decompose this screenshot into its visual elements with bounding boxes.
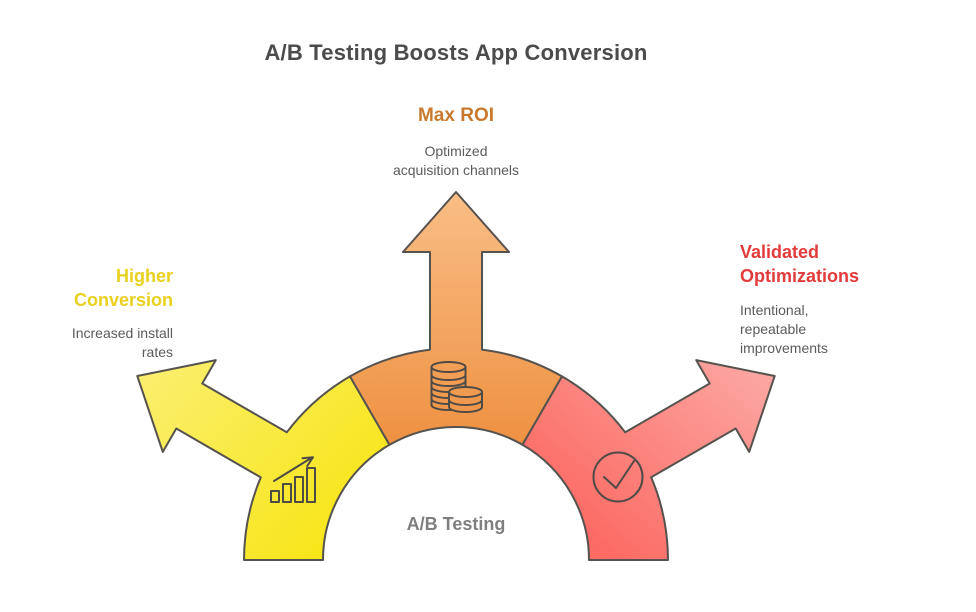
branch-max-roi-heading: Max ROI [417, 105, 495, 126]
branch-validated-optimizations-heading: Validated Optimizations [740, 242, 860, 286]
branch-max-roi: Max ROI Optimized acquisition channels [336, 105, 576, 180]
roi-arrow-shape [349, 191, 563, 446]
branch-max-roi-description: Optimized acquisition channels [392, 143, 520, 178]
check-circle-icon [592, 451, 644, 503]
branch-higher-conversion: Higher Conversion Increased install rate… [38, 264, 173, 362]
optimization-arrow-shape [521, 359, 776, 561]
branch-higher-conversion-description: Increased install rates [71, 325, 173, 360]
arch-label: A/B Testing [406, 514, 506, 534]
branch-validated-optimizations: Validated Optimizations Intentional, rep… [740, 240, 905, 358]
branch-higher-conversion-heading: Higher Conversion [73, 266, 173, 310]
conversion-arrow-shape [136, 359, 391, 561]
branch-validated-optimizations-description: Intentional, repeatable improvements [740, 302, 828, 356]
growth-chart-icon [270, 456, 316, 503]
coin-stack-icon [430, 361, 483, 413]
page-title: A/B Testing Boosts App Conversion [264, 40, 648, 65]
